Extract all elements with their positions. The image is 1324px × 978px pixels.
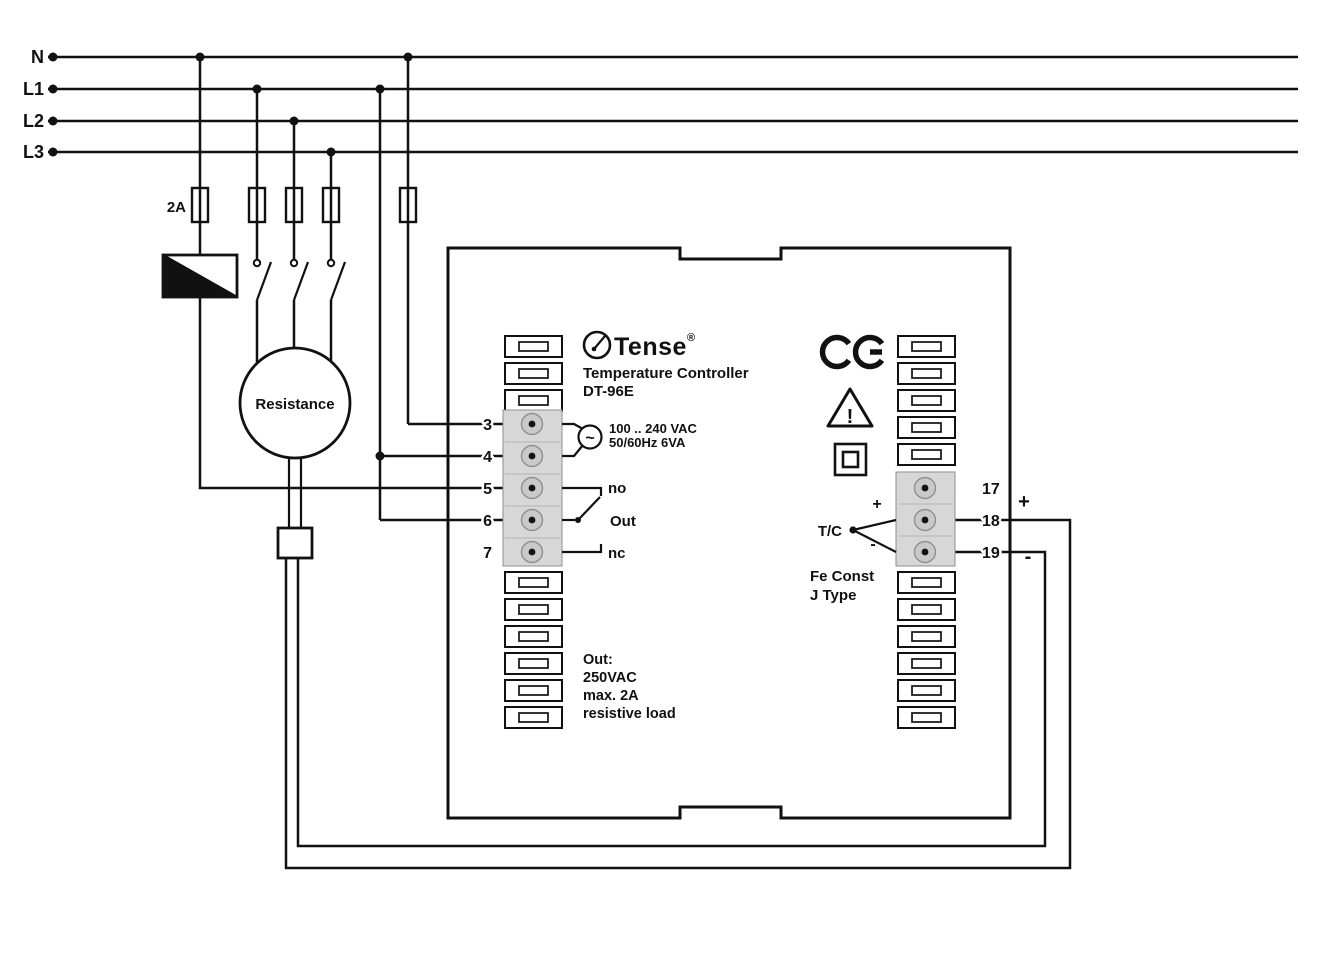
left-terminal-strip (502, 335, 563, 729)
sensor-plus-label: + (872, 496, 881, 513)
fuse-icon (398, 186, 418, 224)
resistance-label: Resistance (255, 396, 334, 413)
fuse-rating-label: 2A (167, 199, 186, 216)
terminal-number-4: 4 (483, 449, 492, 466)
ac-supply-icon (562, 422, 603, 458)
coil-to-relay-wire (198, 297, 506, 490)
terminal-number-7: 7 (483, 545, 492, 562)
thermocouple-input-icon (849, 518, 897, 553)
controller-outline (446, 246, 1012, 820)
gauge-icon (582, 330, 612, 360)
terminal-number-18: 18 (982, 513, 1000, 530)
bus-label-n: N (31, 47, 44, 67)
thermocouple-loop-wires (284, 518, 1072, 870)
bus-label-l1: L1 (23, 79, 44, 99)
output-spec-line3: max. 2A (583, 688, 639, 704)
output-spec-line4: resistive load (583, 706, 676, 722)
bus-label-l2: L2 (23, 111, 44, 131)
registered-trademark: ® (687, 332, 695, 344)
device-model: DT-96E (583, 383, 634, 400)
probe-minus-label: - (1025, 546, 1032, 568)
fuse-icons (190, 186, 418, 224)
terminal-number-19: 19 (982, 545, 1000, 562)
thermocouple-icon (276, 457, 314, 560)
ce-mark-icon (819, 334, 885, 370)
terminal-number-17: 17 (982, 481, 1000, 498)
device-name: Temperature Controller (583, 365, 749, 382)
right-terminal-strip (895, 335, 956, 729)
output-spec-line2: 250VAC (583, 670, 637, 686)
class-ii-double-square-icon (833, 442, 868, 477)
output-spec-line1: Out: (583, 652, 613, 668)
controller-supply-wires (375, 422, 506, 522)
resistance-load-icon (238, 346, 352, 460)
ac-tilde-glyph: ~ (585, 430, 594, 447)
sensor-type-line2: J Type (810, 587, 856, 604)
fuse-icon (190, 186, 210, 224)
sensor-minus-label: - (870, 536, 875, 553)
supply-rating-line2: 50/60Hz 6VA (609, 435, 686, 450)
fuse-icon (284, 186, 304, 224)
warning-triangle-icon (826, 387, 874, 428)
sensor-type-line1: Fe Const (810, 568, 874, 585)
bus-label-l3: L3 (23, 142, 44, 162)
brand-logo-text: Tense (614, 333, 687, 361)
probe-plus-label: + (1018, 491, 1030, 513)
contactor-coil-icon (161, 253, 239, 299)
terminal-number-6: 6 (483, 513, 492, 530)
fuse-icon (321, 186, 341, 224)
sensor-label: T/C (818, 523, 842, 540)
relay-no-label: no (608, 480, 626, 497)
relay-contact-icon (562, 486, 603, 554)
supply-rating-line1: 100 .. 240 VAC (609, 421, 698, 436)
warning-exclamation-glyph: ! (847, 406, 854, 428)
contactor-contacts-icon (252, 258, 347, 365)
power-bus-lines (48, 52, 1298, 157)
relay-out-label: Out (610, 513, 636, 530)
fuse-icon (247, 186, 267, 224)
terminal-number-5: 5 (483, 481, 492, 498)
terminal-number-3: 3 (483, 417, 492, 434)
relay-nc-label: nc (608, 545, 626, 562)
